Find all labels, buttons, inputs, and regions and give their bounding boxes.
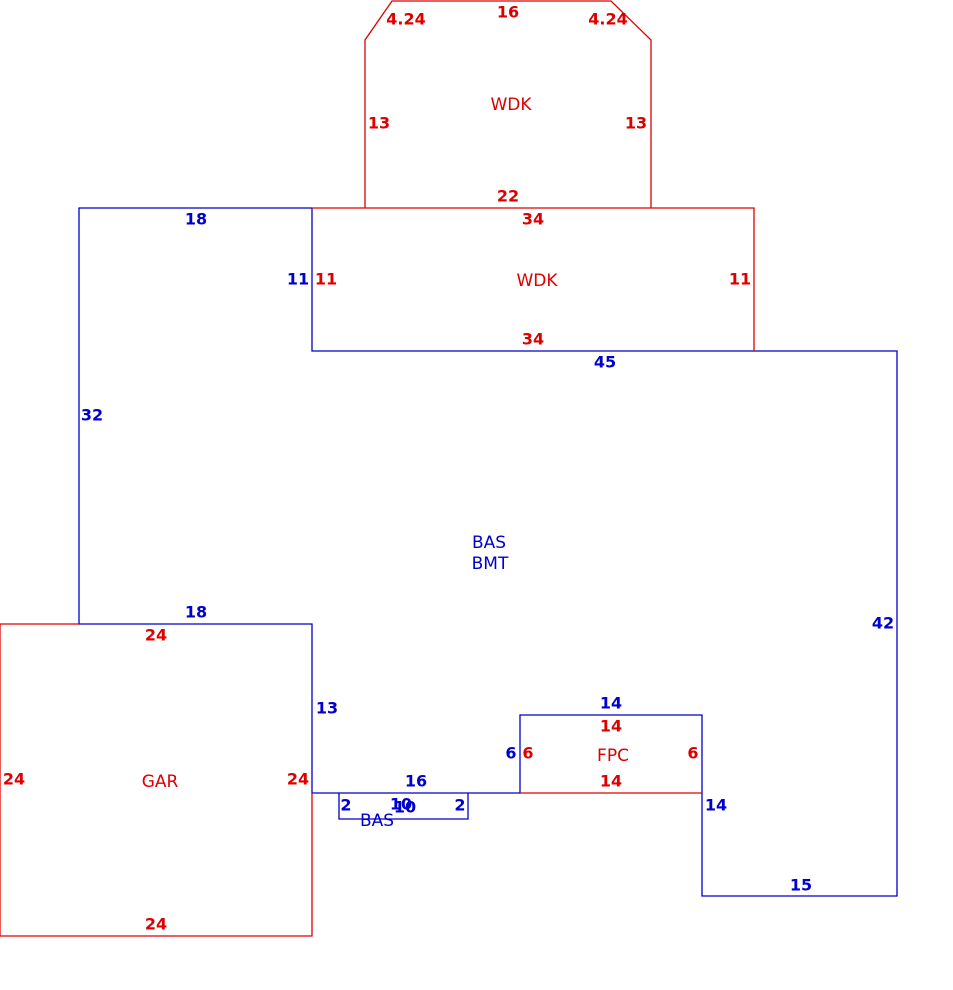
- area-label-deck-top: WDK: [490, 95, 532, 115]
- area-label-deck-mid: WDK: [516, 271, 558, 291]
- dim-label: 6: [522, 744, 533, 763]
- dim-label: 14: [600, 717, 622, 736]
- dim-label: 18: [185, 210, 207, 229]
- dim-label: 11: [315, 270, 337, 289]
- dim-label: 32: [81, 406, 103, 425]
- dim-label: 11: [287, 270, 309, 289]
- deck-mid-outline: [312, 207, 755, 351]
- dim-label: 24: [287, 770, 309, 789]
- dim-label: 24: [145, 626, 167, 645]
- area-label-main: BAS: [472, 533, 506, 553]
- dim-label: 4.24: [588, 10, 627, 29]
- dim-label: 34: [522, 210, 544, 229]
- dim-label: 24: [145, 915, 167, 934]
- dim-label: 14: [600, 694, 622, 713]
- dim-label: 24: [3, 770, 25, 789]
- dim-label: 42: [872, 614, 894, 633]
- dim-label: 22: [497, 187, 519, 206]
- dim-label: 10: [394, 798, 416, 817]
- dim-label: 14: [705, 796, 727, 815]
- dim-label: 13: [625, 114, 647, 133]
- dim-label: 10: [390, 795, 412, 814]
- dim-label: 4.24: [386, 10, 425, 29]
- garage-outline: [0, 623, 313, 937]
- area-label-bay: BAS: [360, 811, 394, 831]
- area-label-porch: FPC: [597, 746, 629, 766]
- dim-label: 45: [594, 353, 616, 372]
- dim-label: 2: [454, 796, 465, 815]
- dim-label: 6: [505, 744, 516, 763]
- area-label-basement: BMT: [472, 554, 509, 574]
- dim-label: 16: [405, 772, 427, 791]
- dim-label: 14: [600, 772, 622, 791]
- dim-label: 13: [368, 114, 390, 133]
- area-label-garage: GAR: [142, 772, 179, 792]
- dim-label: 15: [790, 876, 812, 895]
- dim-label: 34: [522, 330, 544, 349]
- dim-label: 11: [729, 270, 751, 289]
- dim-label: 16: [497, 3, 519, 22]
- bay-outline: [338, 793, 469, 820]
- dim-label: 18: [185, 603, 207, 622]
- dim-label: 13: [316, 699, 338, 718]
- deck-top-outline: [364, 0, 652, 208]
- dim-label: 6: [687, 744, 698, 763]
- dim-label: 2: [340, 796, 351, 815]
